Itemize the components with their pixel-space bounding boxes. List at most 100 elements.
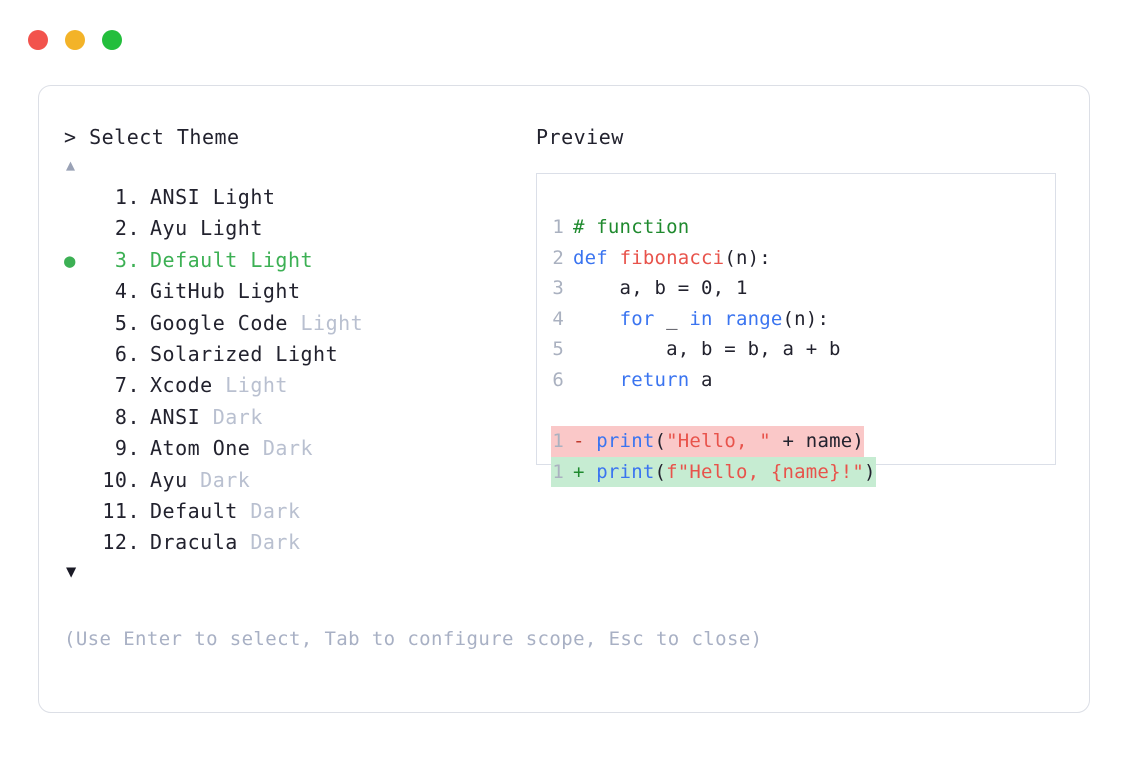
theme-list-item[interactable]: 7. Xcode Light: [64, 370, 534, 401]
diff-line-add: 1+ print(f"Hello, {name}!"): [551, 456, 876, 487]
theme-item-name: ANSI Light: [150, 185, 276, 209]
theme-list-item[interactable]: 2. Ayu Light: [64, 213, 534, 244]
code-token: (n):: [724, 246, 771, 269]
code-token: a, b = 0, 1: [573, 277, 748, 299]
code-token: for: [619, 307, 655, 330]
theme-list-item[interactable]: 10. Ayu Dark: [64, 465, 534, 496]
code-line: 1 # function: [551, 212, 1055, 243]
code-token: range: [724, 307, 783, 330]
theme-item-variant: Light: [225, 279, 301, 304]
code-token: [573, 369, 620, 391]
code-token: a: [689, 368, 713, 391]
theme-list-item[interactable]: 1. ANSI Light: [64, 182, 534, 213]
theme-list-item[interactable]: 11. Default Dark: [64, 496, 534, 527]
theme-item-name: ANSI Dark: [150, 404, 263, 429]
selected-bullet-icon: [64, 309, 94, 339]
theme-selector-column: > Select Theme ▲ 1. ANSI Light 2. Ayu Ligh…: [64, 122, 534, 585]
selected-bullet-icon: [64, 434, 94, 464]
theme-item-index: 4.: [114, 279, 140, 304]
theme-item-index: 3.: [114, 247, 140, 272]
diff-line-del: 1- print("Hello, " + name): [551, 426, 865, 457]
code-token: "Hello, ": [666, 430, 771, 452]
selected-bullet-icon: [64, 497, 94, 527]
theme-item-name: Default Dark: [150, 499, 301, 524]
theme-item-variant: Dark: [200, 404, 263, 429]
selected-bullet-icon: [64, 277, 94, 307]
code-line: 4 for _ in range(n):: [551, 304, 1055, 335]
theme-list-item[interactable]: 9.Atom One Dark: [64, 433, 534, 464]
code-line: 6 return a: [551, 365, 1055, 396]
theme-item-name: GitHub Light: [150, 279, 301, 304]
code-token: return: [619, 368, 690, 391]
theme-item-variant: Dark: [250, 436, 314, 461]
theme-item-index: 5.: [114, 310, 140, 335]
theme-item-name: Atom One Dark: [150, 436, 314, 461]
theme-picker-card: > Select Theme ▲ 1. ANSI Light 2. Ayu Ligh…: [38, 85, 1090, 713]
theme-item-name: Dracula Dark: [150, 530, 301, 555]
theme-item-variant: Light: [200, 185, 276, 209]
code-token: # function: [573, 216, 690, 238]
maximize-window-button[interactable]: [102, 30, 122, 50]
code-token: _: [654, 307, 690, 330]
selected-bullet-icon: [64, 183, 94, 213]
code-token: fibonacci: [619, 246, 725, 269]
window-traffic-lights: [28, 30, 122, 50]
theme-item-variant: Dark: [187, 467, 251, 492]
selected-bullet-icon: [64, 528, 94, 558]
theme-item-index: 8.: [114, 404, 140, 429]
preview-label: Preview: [536, 125, 624, 149]
code-token: (n):: [782, 307, 830, 330]
theme-item-variant: Light: [237, 247, 314, 272]
theme-item-index: 11.: [102, 499, 140, 524]
theme-item-variant: Dark: [237, 530, 301, 555]
minimize-window-button[interactable]: [65, 30, 85, 50]
line-number: 5: [552, 338, 564, 360]
theme-list-item[interactable]: 4. GitHub Light: [64, 276, 534, 307]
code-token: f"Hello, {name}!": [666, 460, 864, 483]
diff-marker: +: [573, 460, 597, 483]
theme-item-name: Ayu Dark: [150, 467, 251, 492]
code-token: [713, 308, 725, 330]
theme-item-index: 2.: [114, 216, 140, 241]
code-token: ): [864, 460, 876, 483]
line-number: 1: [552, 216, 564, 238]
theme-item-variant: Light: [262, 342, 339, 367]
code-token: + name): [770, 430, 865, 452]
theme-item-variant: Light: [212, 373, 288, 398]
theme-list-item[interactable]: 12. Dracula Dark: [64, 527, 534, 558]
theme-item-name: Default Light: [150, 247, 314, 272]
line-number: 4: [552, 307, 564, 330]
scroll-up-icon[interactable]: ▲: [66, 156, 76, 174]
selected-bullet-icon: [64, 466, 94, 496]
close-window-button[interactable]: [28, 30, 48, 50]
line-number: 1: [552, 430, 564, 452]
diff-marker: -: [573, 430, 597, 452]
code-line: 2 def fibonacci(n):: [551, 243, 1055, 274]
theme-list-item[interactable]: 5.Google Code Light: [64, 308, 534, 339]
theme-list-item[interactable]: 8. ANSI Dark: [64, 402, 534, 433]
code-token: print: [596, 460, 655, 483]
theme-item-index: 10.: [102, 467, 140, 492]
line-number: 1: [552, 460, 564, 483]
select-theme-prompt: > Select Theme: [64, 125, 240, 149]
line-number: 6: [552, 368, 564, 391]
theme-item-index: 7.: [114, 373, 140, 398]
code-line: 5 a, b = b, a + b: [551, 334, 1055, 365]
selected-bullet-icon: [64, 214, 94, 244]
theme-item-index: 6.: [114, 342, 140, 367]
theme-item-name: Solarized Light: [150, 342, 339, 367]
theme-list-item[interactable]: ●3.Default Light: [64, 245, 534, 276]
code-token: [573, 308, 620, 330]
code-token: in: [689, 307, 713, 330]
theme-list-item[interactable]: 6. Solarized Light: [64, 339, 534, 370]
selected-bullet-icon: [64, 403, 94, 433]
code-token: def: [573, 246, 620, 269]
line-number: 2: [552, 246, 564, 269]
theme-item-variant: Light: [187, 216, 263, 241]
theme-item-name: Ayu Light: [150, 216, 263, 241]
theme-item-index: 1.: [114, 185, 140, 209]
scroll-down-icon[interactable]: ▼: [66, 561, 77, 582]
theme-item-index: 12.: [102, 530, 140, 555]
theme-item-name: Xcode Light: [150, 373, 288, 398]
